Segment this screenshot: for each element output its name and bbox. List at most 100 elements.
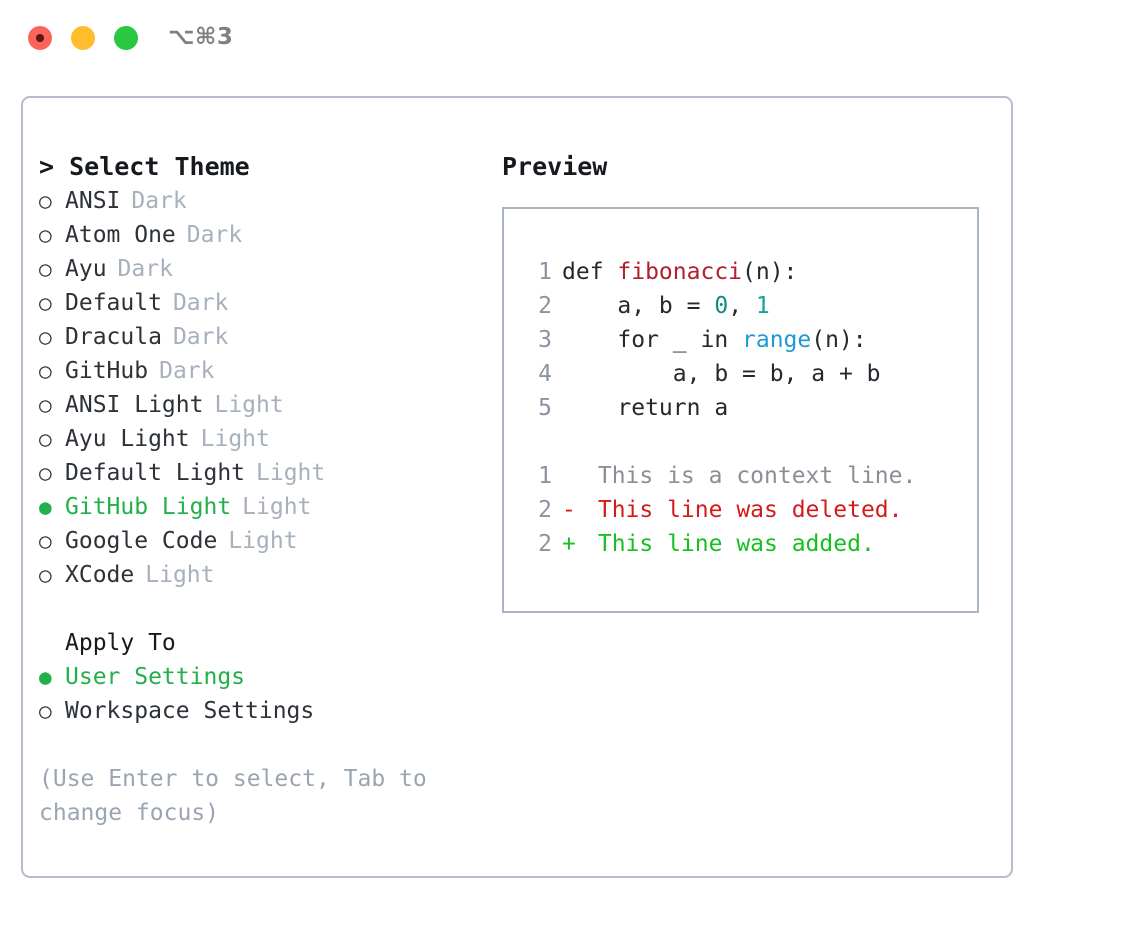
theme-name: XCode <box>65 562 135 588</box>
line-number: 5 <box>538 395 552 421</box>
apply-to-option[interactable]: ● User Settings <box>39 660 469 694</box>
spacer <box>522 425 977 459</box>
line-number: 4 <box>538 361 552 387</box>
diff-line: 2- This line was deleted. <box>522 493 977 527</box>
zoom-button[interactable] <box>114 26 138 50</box>
keyboard-shortcut-label: ⌥⌘3 <box>168 24 234 50</box>
theme-variant-tag: Light <box>145 562 215 588</box>
diff-text: This line was added. <box>584 531 875 557</box>
radio-selected-icon: ● <box>39 665 52 689</box>
code-line: 4 a, b = b, a + b <box>522 357 977 391</box>
theme-name: ANSI <box>65 188 121 214</box>
apply-to-label: User Settings <box>65 664 246 690</box>
radio-selected-icon: ● <box>39 495 52 519</box>
radio-unselected-icon: ○ <box>39 461 52 485</box>
diff-text: This line was deleted. <box>584 497 903 523</box>
line-number: 1 <box>538 463 552 489</box>
theme-variant-tag: Dark <box>117 256 173 282</box>
code-token: def <box>562 259 618 285</box>
code-token: a, b = b, a + b <box>562 361 881 387</box>
theme-list-item[interactable]: ○ GitHub Dark <box>39 354 469 388</box>
radio-unselected-icon: ○ <box>39 223 52 247</box>
theme-name: GitHub <box>65 358 149 384</box>
radio-unselected-icon: ○ <box>39 529 52 553</box>
code-token: range <box>742 327 812 353</box>
apply-to-heading: Apply To <box>65 630 176 656</box>
theme-list-item[interactable]: ● GitHub Light Light <box>39 490 469 524</box>
diff-sign <box>562 459 584 493</box>
theme-name: Ayu Light <box>65 426 190 452</box>
apply-to-option[interactable]: ○ Workspace Settings <box>39 694 469 728</box>
code-token: for _ in <box>562 327 743 353</box>
theme-variant-tag: Light <box>214 392 284 418</box>
theme-list-item[interactable]: ○ ANSI Dark <box>39 184 469 218</box>
theme-list-item[interactable]: ○ ANSI Light Light <box>39 388 469 422</box>
theme-variant-tag: Dark <box>159 358 215 384</box>
radio-unselected-icon: ○ <box>39 393 52 417</box>
keyboard-hint-text: (Use Enter to select, Tab to change focu… <box>39 766 441 826</box>
apply-to-option-list[interactable]: ● User Settings ○ Workspace Settings <box>39 660 469 728</box>
code-token: 1 <box>755 293 770 319</box>
close-button[interactable] <box>28 26 52 50</box>
apply-to-label: Workspace Settings <box>65 698 315 724</box>
radio-unselected-icon: ○ <box>39 699 52 723</box>
theme-variant-tag: Light <box>242 494 312 520</box>
theme-name: Dracula <box>65 324 162 350</box>
radio-unselected-icon: ○ <box>39 563 52 587</box>
code-text: return a <box>562 391 728 425</box>
line-number: 2 <box>538 531 552 557</box>
radio-unselected-icon: ○ <box>39 427 52 451</box>
radio-unselected-icon: ○ <box>39 359 52 383</box>
diff-sign: - <box>562 497 576 523</box>
theme-variant-tag: Light <box>200 426 270 452</box>
theme-variant-tag: Dark <box>131 188 187 214</box>
apply-to-section: Apply To ● User Settings ○ Workspace Settin… <box>39 626 469 728</box>
code-token: (n): <box>742 259 798 285</box>
radio-unselected-icon: ○ <box>39 325 52 349</box>
code-token: a, b = <box>562 293 715 319</box>
minimize-button[interactable] <box>71 26 95 50</box>
theme-variant-tag: Light <box>228 528 298 554</box>
theme-variant-tag: Dark <box>172 290 229 316</box>
theme-list-item[interactable]: ○ Dracula Dark <box>39 320 469 354</box>
theme-name: ANSI Light <box>65 392 204 418</box>
theme-list-item[interactable]: ○ XCode Light <box>39 558 469 592</box>
theme-name: Default Light <box>65 460 246 486</box>
diff-sample: 1 This is a context line.2- This line wa… <box>522 459 977 561</box>
code-text: for _ in range(n): <box>562 323 867 357</box>
theme-list-item[interactable]: ○ Ayu Dark <box>39 252 469 286</box>
code-token: fibonacci <box>617 259 743 285</box>
diff-text: This is a context line. <box>584 463 917 489</box>
code-text: a, b = 0, 1 <box>562 289 770 323</box>
theme-variant-tag: Dark <box>172 324 229 350</box>
title-bar: ⌥⌘3 <box>0 0 1140 76</box>
radio-unselected-icon: ○ <box>39 291 52 315</box>
theme-name: GitHub Light <box>65 494 232 520</box>
diff-line: 1 This is a context line. <box>522 459 977 493</box>
code-token: 0 <box>714 293 729 319</box>
code-token: , <box>728 293 756 319</box>
theme-name: Ayu <box>65 256 107 282</box>
radio-unselected-icon: ○ <box>39 189 52 213</box>
theme-name: Atom One <box>65 222 176 248</box>
window-controls <box>28 26 138 50</box>
radio-unselected-icon: ○ <box>39 257 52 281</box>
line-number: 2 <box>538 497 552 523</box>
code-text: a, b = b, a + b <box>562 357 881 391</box>
theme-list-item[interactable]: ○ Google Code Light <box>39 524 469 558</box>
code-token: (n): <box>811 327 867 353</box>
theme-name: Google Code <box>65 528 218 554</box>
code-line: 2 a, b = 0, 1 <box>522 289 977 323</box>
theme-list-item[interactable]: ○ Ayu Light Light <box>39 422 469 456</box>
select-theme-heading: > Select Theme <box>39 152 250 181</box>
